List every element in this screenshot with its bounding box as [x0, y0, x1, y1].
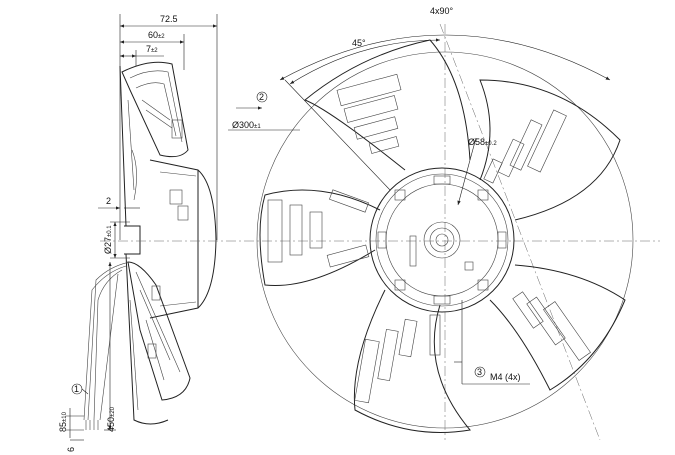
- dim-hub-dia: Ø27±0.1: [103, 225, 113, 254]
- front-view: Ø58±0.2 4x90° 45° Ø300±1 2 3 M4 (4x): [228, 6, 634, 441]
- blade-left: [259, 189, 381, 287]
- blade-right-top: [479, 79, 621, 221]
- dim-strip-length: 85±10: [58, 411, 68, 432]
- dim-rotor-dia: Ø58±0.2: [468, 137, 497, 147]
- dim-impeller-dia: Ø300±1: [232, 120, 261, 130]
- dim-thread: M4 (4x): [490, 372, 521, 382]
- callout-1: 1: [74, 384, 79, 394]
- dim-blade-angle: 45°: [352, 38, 366, 48]
- dim-end-6: 6: [66, 447, 76, 452]
- dim-overall-depth: 72.5: [160, 14, 178, 24]
- side-view: 72.5 60±2 7±2: [58, 14, 660, 452]
- callout-2: 2: [259, 92, 264, 102]
- dim-depth-60: 60±2: [148, 30, 165, 40]
- blade-right-bottom: [489, 264, 626, 391]
- blade-bottom: [353, 289, 471, 433]
- dim-bolt-circle: 4x90°: [430, 6, 454, 16]
- dim-cable-length: 450±20: [106, 406, 116, 432]
- callout-3: 3: [477, 367, 482, 377]
- dim-gap-2: 2: [106, 196, 111, 206]
- dim-depth-7: 7±2: [146, 44, 158, 54]
